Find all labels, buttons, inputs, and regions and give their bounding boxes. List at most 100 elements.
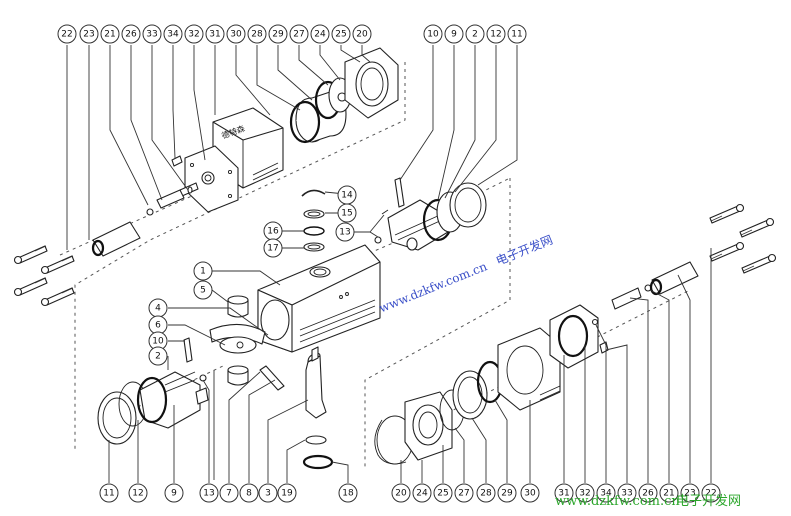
callout-number: 4 xyxy=(155,304,161,314)
callout-number: 21 xyxy=(104,30,115,40)
guide-pin-10 xyxy=(394,177,405,208)
leader-lines xyxy=(66,45,712,483)
bearing-17 xyxy=(303,242,325,252)
callout-number: 32 xyxy=(188,30,199,40)
callout-circle xyxy=(258,483,278,503)
callout-number: 30 xyxy=(524,489,536,499)
callout-29: 29 xyxy=(497,483,517,503)
callout-22: 22 xyxy=(701,483,721,503)
callout-circle xyxy=(423,24,443,44)
callout-21: 21 xyxy=(100,24,120,44)
bolt xyxy=(40,287,75,307)
callout-number: 7 xyxy=(226,489,232,499)
callout-circle xyxy=(520,483,540,503)
callout-18: 18 xyxy=(338,483,358,503)
callout-32: 32 xyxy=(184,24,204,44)
cover-32 xyxy=(549,304,599,369)
callout-9: 9 xyxy=(444,24,464,44)
callout-number: 14 xyxy=(341,191,353,201)
callout-circle xyxy=(454,483,474,503)
callout-circle xyxy=(338,483,358,503)
callout-32: 32 xyxy=(575,483,595,503)
callout-13: 13 xyxy=(335,222,355,242)
callout-circle xyxy=(184,24,204,44)
watermark-url: www.dzkfw.com.cn xyxy=(377,259,489,315)
callout-circle xyxy=(701,483,721,503)
callout-circle xyxy=(239,483,259,503)
washer-15 xyxy=(303,209,325,219)
callout-number: 29 xyxy=(272,30,284,40)
callout-circle xyxy=(337,203,357,223)
callout-2: 2 xyxy=(465,24,485,44)
callout-circle xyxy=(497,483,517,503)
callout-13: 13 xyxy=(199,483,219,503)
callout-6: 6 xyxy=(148,315,168,335)
right-end-cap-assembly xyxy=(374,203,777,465)
callout-4: 4 xyxy=(148,298,168,318)
adjust-screw-34 xyxy=(171,155,183,167)
bolt xyxy=(40,255,75,275)
callout-31: 31 xyxy=(554,483,574,503)
pin-33 xyxy=(599,341,609,354)
callout-circle xyxy=(680,483,700,503)
bolt xyxy=(709,241,745,262)
pin-33 xyxy=(179,182,199,197)
callout-circle xyxy=(575,483,595,503)
callout-9: 9 xyxy=(164,483,184,503)
callout-23: 23 xyxy=(79,24,99,44)
callout-number: 27 xyxy=(458,489,469,499)
callout-circle xyxy=(268,24,288,44)
callout-circle xyxy=(310,24,330,44)
spring-tube-23 xyxy=(649,261,699,296)
callout-number: 19 xyxy=(281,489,293,499)
callout-number: 30 xyxy=(230,30,242,40)
callout-29: 29 xyxy=(268,24,288,44)
callout-circle xyxy=(554,483,574,503)
retaining-ring-14 xyxy=(301,189,326,197)
callout-number: 12 xyxy=(132,489,143,499)
upper-piston-assembly xyxy=(374,177,487,251)
bolt xyxy=(13,277,48,297)
o-ring-11-lower xyxy=(97,391,137,445)
callout-circle xyxy=(507,24,527,44)
callout-number: 10 xyxy=(152,337,164,347)
callout-31: 31 xyxy=(205,24,225,44)
callout-circle xyxy=(433,483,453,503)
callout-33: 33 xyxy=(617,483,637,503)
callout-number: 11 xyxy=(511,30,522,40)
callout-14: 14 xyxy=(337,185,357,205)
o-ring-16 xyxy=(303,226,325,236)
callout-number: 8 xyxy=(246,489,252,499)
callout-number: 34 xyxy=(167,30,179,40)
callout-26: 26 xyxy=(121,24,141,44)
bolts-22 xyxy=(13,245,75,307)
callout-12: 12 xyxy=(128,483,148,503)
ring-18 xyxy=(302,454,334,470)
callout-24: 24 xyxy=(412,483,432,503)
callout-number: 25 xyxy=(437,489,448,499)
callout-circle xyxy=(99,483,119,503)
callout-3: 3 xyxy=(258,483,278,503)
callout-20: 20 xyxy=(352,24,372,44)
callout-26: 26 xyxy=(638,483,658,503)
callout-19: 19 xyxy=(277,483,297,503)
washer-19 xyxy=(305,435,327,445)
callout-25: 25 xyxy=(331,24,351,44)
callout-number: 29 xyxy=(501,489,513,499)
callout-circle xyxy=(476,483,496,503)
callout-number: 22 xyxy=(61,30,72,40)
callout-circle xyxy=(659,483,679,503)
callout-number: 24 xyxy=(416,489,428,499)
callout-circle xyxy=(164,483,184,503)
callout-12: 12 xyxy=(486,24,506,44)
callout-number: 13 xyxy=(339,228,350,238)
callout-circle xyxy=(128,483,148,503)
callout-33: 33 xyxy=(142,24,162,44)
callout-number: 2 xyxy=(472,30,478,40)
callout-number: 32 xyxy=(579,489,590,499)
callout-number: 9 xyxy=(171,489,177,499)
callout-5: 5 xyxy=(193,280,213,300)
callout-25: 25 xyxy=(433,483,453,503)
callout-circle xyxy=(193,261,213,281)
callout-11: 11 xyxy=(99,483,119,503)
